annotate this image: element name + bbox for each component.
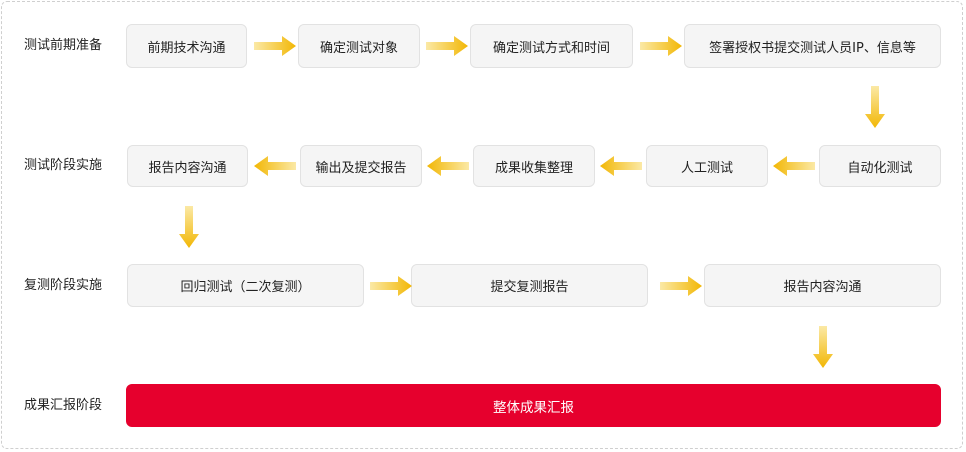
step-sign-authorization: 签署授权书提交测试人员IP、信息等 <box>684 24 941 68</box>
arrow-left-icon <box>600 156 642 176</box>
step-define-target: 确定测试对象 <box>298 24 420 68</box>
arrow-right-icon <box>640 36 682 56</box>
arrow-right-icon <box>660 276 702 296</box>
arrow-right-icon <box>370 276 412 296</box>
step-report-communication: 报告内容沟通 <box>127 145 248 187</box>
arrow-down-icon <box>179 206 199 248</box>
step-manual-testing: 人工测试 <box>646 145 768 187</box>
step-tech-communication: 前期技术沟通 <box>126 24 247 68</box>
step-define-method-time: 确定测试方式和时间 <box>470 24 633 68</box>
arrow-right-icon <box>426 36 468 56</box>
step-output-submit-report: 输出及提交报告 <box>300 145 422 187</box>
step-submit-retest-report: 提交复测报告 <box>411 264 648 307</box>
stage-label-prep: 测试前期准备 <box>24 38 103 53</box>
arrow-down-icon <box>813 326 833 368</box>
arrow-left-icon <box>427 156 469 176</box>
step-overall-report: 整体成果汇报 <box>126 384 941 427</box>
stage-label-test: 测试阶段实施 <box>24 158 103 173</box>
step-collect-results: 成果收集整理 <box>473 145 595 187</box>
arrow-down-icon <box>865 86 885 128</box>
step-regression-test: 回归测试（二次复测） <box>127 264 364 307</box>
arrow-right-icon <box>254 36 296 56</box>
step-automated-testing: 自动化测试 <box>819 145 941 187</box>
stage-label-retest: 复测阶段实施 <box>24 278 103 293</box>
step-report-communication-2: 报告内容沟通 <box>704 264 941 307</box>
stage-label-report: 成果汇报阶段 <box>24 398 103 413</box>
arrow-left-icon <box>254 156 296 176</box>
arrow-left-icon <box>773 156 815 176</box>
